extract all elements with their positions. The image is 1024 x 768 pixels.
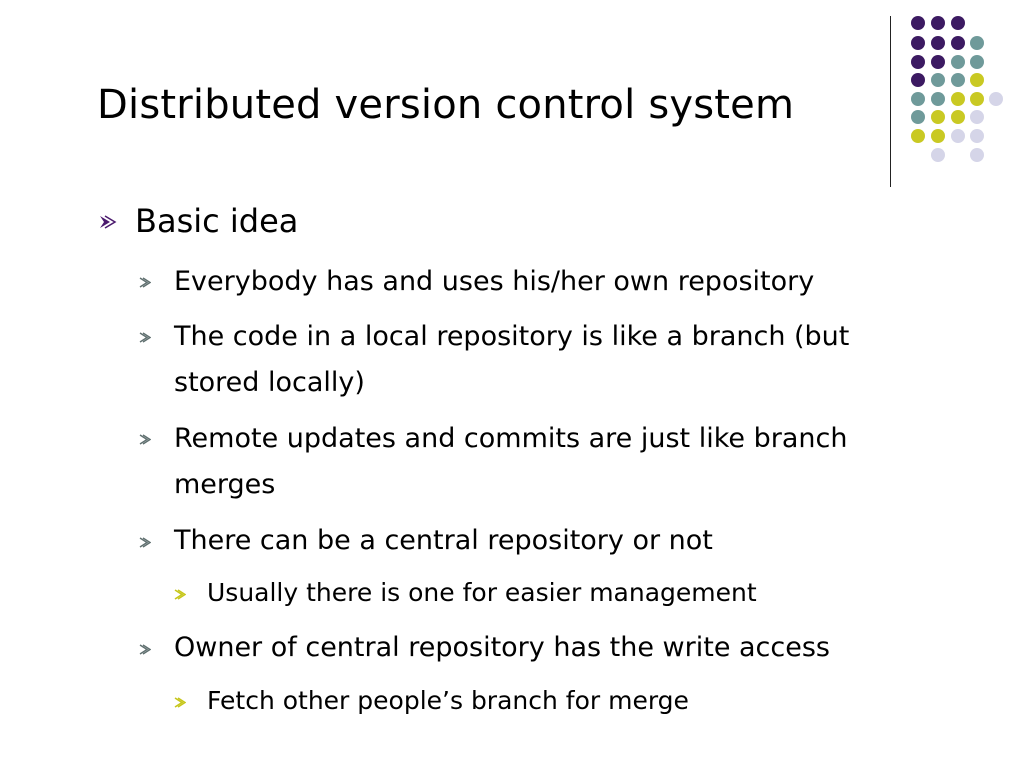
bullet-line: merges <box>174 469 276 500</box>
decorative-dot <box>951 36 965 50</box>
decorative-dot <box>911 36 925 50</box>
sub-bullet-arrow-icon <box>139 537 151 548</box>
decorative-dot <box>970 129 984 143</box>
slide-title: Distributed version control system <box>97 82 795 128</box>
sub-bullet-arrow-icon <box>139 434 151 445</box>
decorative-dot <box>911 129 925 143</box>
decorative-dot <box>931 148 945 162</box>
decorative-dot <box>951 16 965 30</box>
decorative-dot <box>911 110 925 124</box>
decorative-dot <box>970 73 984 87</box>
bullet-line: The code in a local repository is like a… <box>174 321 850 352</box>
decorative-dot <box>951 73 965 87</box>
bullet-basic-idea: Basic idea <box>135 202 299 240</box>
bullet-fetch-branch-merge: Fetch other people’s branch for merge <box>207 686 689 715</box>
bullet-central-repository: There can be a central repository or not <box>174 525 713 556</box>
decorative-dot <box>951 129 965 143</box>
bullet-owner-write-access: Owner of central repository has the writ… <box>174 632 830 663</box>
decorative-dot <box>931 73 945 87</box>
sub-bullet-arrow-icon <box>139 277 151 288</box>
decorative-dot <box>911 73 925 87</box>
decorative-dot <box>931 92 945 106</box>
sub-bullet-arrow-icon <box>139 332 151 343</box>
bullet-line: Remote updates and commits are just like… <box>174 423 848 454</box>
bullet-local-repository-branch: The code in a local repository is like a… <box>174 314 849 406</box>
bullet-arrow-icon <box>100 215 117 229</box>
decorative-dot <box>951 92 965 106</box>
decorative-dot <box>951 110 965 124</box>
decorative-dot <box>931 55 945 69</box>
bullet-remote-updates-merges: Remote updates and commits are just like… <box>174 416 847 508</box>
decorative-dot <box>931 129 945 143</box>
decorative-dot <box>911 92 925 106</box>
bullet-everybody-repository: Everybody has and uses his/her own repos… <box>174 266 815 297</box>
decorative-dot <box>970 36 984 50</box>
decorative-dot <box>911 55 925 69</box>
decorative-dot <box>911 16 925 30</box>
sub-bullet-arrow-icon <box>139 644 151 655</box>
bullet-easier-management: Usually there is one for easier manageme… <box>207 578 757 607</box>
decorative-dot <box>970 148 984 162</box>
title-divider-line <box>890 16 891 187</box>
decorative-dot <box>970 55 984 69</box>
bullet-line: stored locally) <box>174 367 365 398</box>
decorative-dot <box>931 16 945 30</box>
decorative-dot <box>931 36 945 50</box>
sub-sub-bullet-arrow-icon <box>174 589 186 600</box>
decorative-dot <box>970 110 984 124</box>
sub-sub-bullet-arrow-icon <box>174 697 186 708</box>
decorative-dot <box>970 92 984 106</box>
decorative-dot <box>931 110 945 124</box>
decorative-dot <box>951 55 965 69</box>
decorative-dot <box>989 92 1003 106</box>
